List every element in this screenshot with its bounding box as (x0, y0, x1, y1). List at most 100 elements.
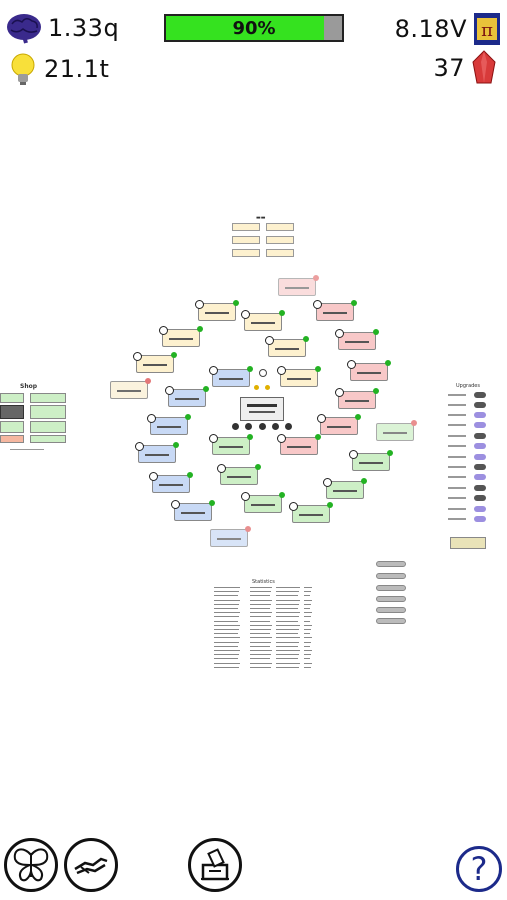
tree-node[interactable] (313, 300, 357, 321)
tree-node[interactable] (278, 275, 319, 296)
statistics-row-line (276, 654, 299, 656)
statistics-row-line (250, 624, 272, 626)
statistics-row-line (304, 612, 312, 614)
statistics-row-line (214, 658, 238, 660)
gems-stat: 37 (433, 50, 497, 86)
tree-node[interactable] (265, 336, 309, 357)
tree-node[interactable] (277, 366, 321, 387)
butterfly-icon (13, 848, 49, 882)
tree-node[interactable] (335, 329, 379, 350)
statistics-row-line (214, 645, 238, 647)
statistics-row-line (250, 666, 271, 668)
statistics-row-line (214, 620, 238, 622)
voting-box-button[interactable] (188, 838, 242, 892)
statistics-row-line (214, 629, 239, 630)
statistics-row-line (276, 591, 299, 593)
statistics-row-line (304, 591, 311, 593)
statistics-row-line (250, 591, 271, 593)
tree-node[interactable] (165, 386, 209, 407)
tree-node[interactable] (347, 360, 391, 381)
voting-box-icon (201, 848, 229, 881)
statistics-row-line (250, 637, 272, 639)
statistics-row-line (214, 637, 240, 639)
lightbulb-stat: 21.1t (8, 52, 109, 86)
statistics-row-line (304, 654, 311, 656)
shop-panel[interactable] (0, 393, 68, 445)
research-button-3[interactable] (232, 236, 260, 244)
tree-node[interactable] (171, 500, 215, 521)
statistics-row-line (276, 637, 300, 639)
research-button-2[interactable] (266, 223, 294, 231)
tree-node[interactable] (147, 414, 191, 435)
handshake-button[interactable] (64, 838, 118, 892)
brain-icon (7, 14, 41, 44)
tree-node[interactable] (133, 352, 177, 373)
statistics-title: Statistics (252, 579, 275, 585)
tree-node[interactable] (210, 526, 251, 547)
research-panel-title: ▬▬ (256, 215, 266, 221)
research-button-1[interactable] (232, 223, 260, 231)
upgrades-confirm-button[interactable] (450, 537, 486, 549)
tree-node[interactable] (317, 414, 361, 435)
statistics-row-line (214, 599, 240, 601)
research-button-4[interactable] (266, 236, 294, 244)
statistics-row-line (250, 629, 271, 630)
tree-node[interactable] (335, 388, 379, 409)
statistics-row-line (276, 666, 299, 668)
statistics-row-line (250, 641, 271, 643)
tree-node[interactable] (217, 464, 261, 485)
tree-node[interactable] (241, 492, 285, 513)
statistics-row-line (276, 650, 300, 651)
tree-node[interactable] (323, 478, 367, 499)
hub-ring-icon (259, 369, 267, 377)
statistics-row-line (250, 620, 270, 622)
research-button-6[interactable] (266, 249, 294, 257)
tree-node[interactable] (277, 434, 321, 455)
statistics-row-line (250, 587, 272, 588)
statistics-row-line (276, 662, 300, 664)
tree-node[interactable] (110, 378, 151, 399)
tree-node[interactable] (376, 420, 417, 441)
statistics-row-line (250, 658, 270, 660)
statistics-row-line (304, 637, 312, 639)
hub-top-icons (254, 385, 270, 393)
central-hub[interactable] (240, 397, 284, 421)
tree-node[interactable] (349, 450, 393, 471)
statistics-row-line (250, 603, 271, 605)
butterfly-button[interactable] (4, 838, 58, 892)
statistics-row-line (250, 650, 272, 651)
statistics-row-line (276, 599, 300, 601)
help-button[interactable]: ? (456, 846, 502, 892)
tree-node[interactable] (135, 442, 179, 463)
statistics-row-line (304, 599, 312, 601)
lightbulb-value: 21.1t (44, 55, 110, 83)
brain-stat: 1.33q (6, 12, 119, 44)
pi-book-icon[interactable]: π (473, 12, 501, 46)
tree-node[interactable] (149, 472, 193, 493)
help-icon: ? (470, 850, 488, 888)
tree-node[interactable] (241, 310, 285, 331)
statistics-row-line (250, 645, 270, 647)
statistics-row-line (250, 595, 270, 597)
tree-node[interactable] (209, 366, 253, 387)
statistics-row-line (214, 662, 240, 664)
tree-node[interactable] (289, 502, 333, 523)
statistics-row-line (304, 645, 310, 647)
statistics-row-line (214, 616, 239, 618)
tree-node[interactable] (195, 300, 239, 321)
tree-node[interactable] (159, 326, 203, 347)
research-button-5[interactable] (232, 249, 260, 257)
statistics-row-line (304, 603, 311, 605)
statistics-row-line (304, 633, 310, 635)
upgrades-title: Upgrades (456, 383, 480, 389)
statistics-row-line (276, 603, 299, 605)
statistics-row-line (214, 608, 238, 609)
statistics-row-line (304, 608, 310, 609)
skill-tree-board[interactable]: ▬▬ Shop (0, 205, 507, 685)
statistics-row-line (214, 595, 238, 597)
statistics-row-line (276, 612, 300, 614)
tree-node[interactable] (209, 434, 253, 455)
statistics-row-line (276, 658, 298, 660)
statistics-row-line (304, 620, 310, 622)
statistics-row-line (214, 587, 240, 588)
